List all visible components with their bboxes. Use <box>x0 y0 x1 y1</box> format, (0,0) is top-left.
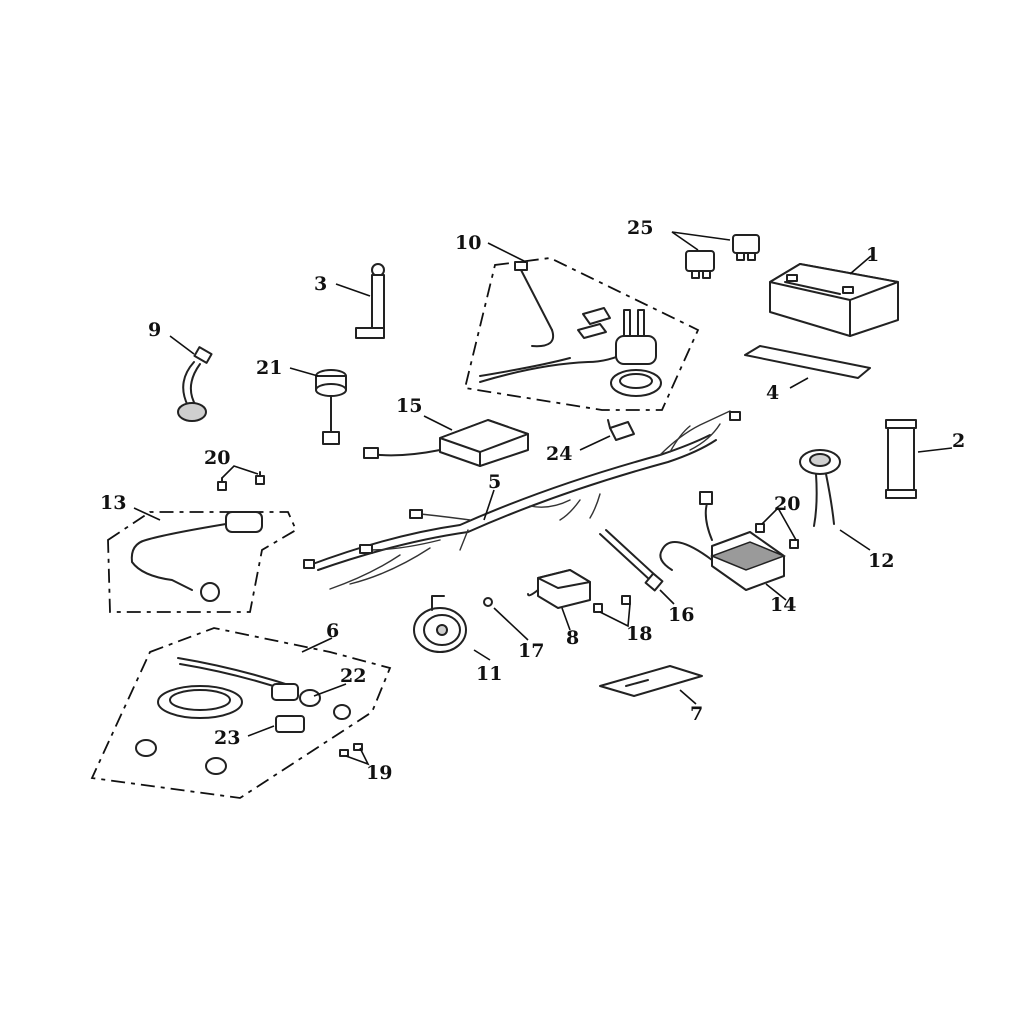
leader-3 <box>335 283 371 297</box>
callout-13: 13 <box>100 492 126 514</box>
part-15-control-unit[interactable] <box>363 419 529 467</box>
callout-25: 25 <box>627 217 653 239</box>
part-16-rod[interactable] <box>599 529 664 592</box>
leader-15 <box>423 415 453 431</box>
part-24-clip[interactable] <box>607 419 635 441</box>
callout-17: 17 <box>518 640 544 662</box>
part-6-stator-set[interactable] <box>90 627 392 799</box>
part-8-relay[interactable] <box>527 569 591 609</box>
callout-20-right: 20 <box>774 493 800 515</box>
leader-24 <box>579 435 611 451</box>
part-10-ignition-switch-set[interactable] <box>463 257 700 411</box>
leader-4 <box>789 377 809 389</box>
callout-22: 22 <box>340 665 366 687</box>
leader-10 <box>487 242 527 263</box>
leader-20-right <box>761 506 797 541</box>
callout-10: 10 <box>455 232 481 254</box>
leader-20-left <box>221 465 259 479</box>
leader-9 <box>169 335 195 355</box>
part-19-screws[interactable] <box>339 743 363 757</box>
leader-18 <box>599 603 631 628</box>
leader-2 <box>917 447 953 453</box>
callout-11: 11 <box>476 663 502 685</box>
leader-17 <box>493 607 529 641</box>
leader-11 <box>473 649 491 661</box>
part-3-bracket[interactable] <box>355 263 385 339</box>
callout-7: 7 <box>690 703 703 725</box>
leader-12 <box>839 529 871 551</box>
callout-23: 23 <box>214 727 240 749</box>
part-20-screws-right[interactable] <box>755 523 799 549</box>
part-5-wiring-harness[interactable] <box>303 410 741 590</box>
part-7-plate[interactable] <box>599 665 703 697</box>
callout-5: 5 <box>488 471 501 493</box>
callout-18: 18 <box>626 623 652 645</box>
callout-24: 24 <box>546 443 572 465</box>
leader-7 <box>679 689 697 705</box>
callout-2: 2 <box>952 430 965 452</box>
leader-1 <box>849 255 872 275</box>
leader-23 <box>247 725 275 737</box>
part-13-ignition-coil-set[interactable] <box>107 511 298 613</box>
part-22-nut[interactable] <box>299 689 351 720</box>
part-14-regulator[interactable] <box>659 491 787 591</box>
part-4-battery-pad[interactable] <box>744 345 871 379</box>
callout-15: 15 <box>396 395 422 417</box>
callout-9: 9 <box>148 319 161 341</box>
leader-14 <box>765 583 787 601</box>
leader-6 <box>301 637 333 653</box>
callout-4: 4 <box>766 382 779 404</box>
callout-3: 3 <box>314 273 327 295</box>
part-25-relays[interactable] <box>685 234 760 279</box>
callout-1: 1 <box>866 244 879 266</box>
callout-6: 6 <box>326 620 339 642</box>
leader-8 <box>561 607 571 631</box>
leader-22 <box>313 683 347 697</box>
part-9-sensor[interactable] <box>177 346 213 422</box>
leader-5 <box>483 489 495 521</box>
callout-8: 8 <box>566 627 579 649</box>
part-2-battery-strap[interactable] <box>885 419 917 499</box>
callout-16: 16 <box>668 604 694 626</box>
callout-12: 12 <box>868 550 894 572</box>
callout-19: 19 <box>366 762 392 784</box>
part-20-screws-left[interactable] <box>217 471 265 491</box>
leader-19 <box>345 747 370 766</box>
leader-21 <box>289 367 319 377</box>
part-21-sender[interactable] <box>315 369 347 445</box>
leader-13 <box>133 507 161 521</box>
part-12-sensor[interactable] <box>799 449 841 527</box>
callout-20-left: 20 <box>204 447 230 469</box>
part-1-battery[interactable] <box>769 263 899 337</box>
part-11-horn[interactable] <box>413 595 467 653</box>
callout-14: 14 <box>770 594 796 616</box>
part-17-bolt[interactable] <box>483 597 493 607</box>
callout-21: 21 <box>256 357 282 379</box>
leader-25 <box>671 231 731 251</box>
leader-16 <box>659 589 675 605</box>
part-18-screws[interactable] <box>593 595 631 613</box>
